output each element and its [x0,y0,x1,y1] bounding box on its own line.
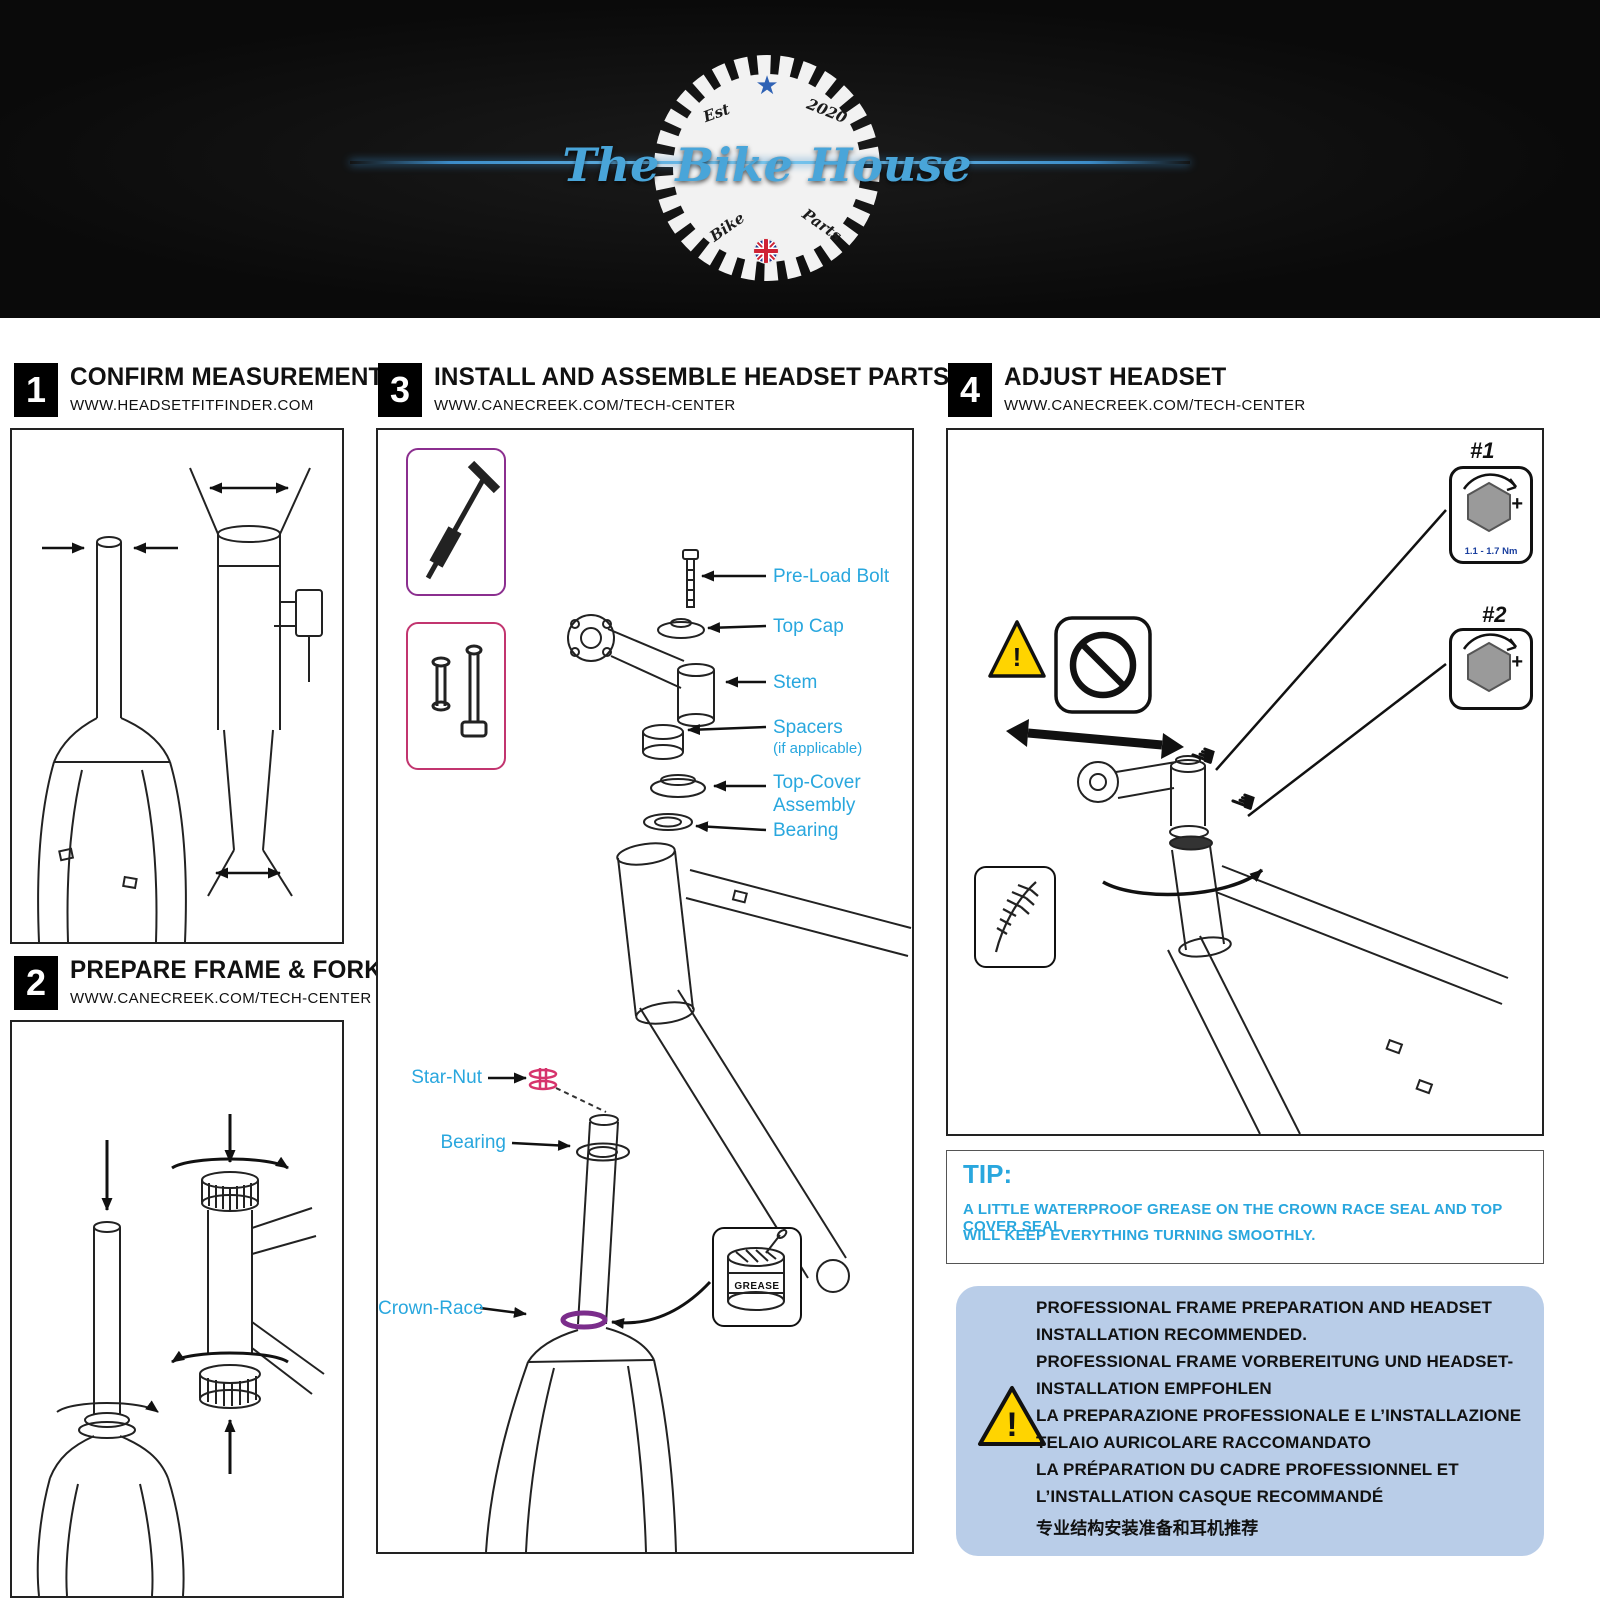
hex-wrench-1-icon [1462,473,1517,533]
frame-prep-diagram [36,1114,325,1596]
section-4-url: WWW.CANECREEK.COM/TECH-CENTER [1004,397,1306,414]
plus-sign: + [1511,493,1523,515]
tip-line-2: WILL KEEP EVERYTHING TURNING SMOOTHLY. [963,1227,1316,1244]
torque-spec: 1.1 - 1.7 Nm [1464,546,1518,557]
section-1-title: CONFIRM MEASUREMENTS [70,363,400,391]
notice-line-1: PROFESSIONAL FRAME PREPARATION AND HEADS… [1036,1298,1492,1317]
section-3-header: 3 INSTALL AND ASSEMBLE HEADSET PARTS WWW… [378,363,965,417]
warning-exclamation: ! [1006,1406,1017,1444]
label-star-nut: Star-Nut [411,1067,482,1088]
label-top-cover-2: Assembly [773,795,856,816]
hex-wrench-2-box: + [1449,628,1533,710]
section-1-header: 1 CONFIRM MEASUREMENTS WWW.HEADSETFITFIN… [14,363,410,417]
measurement-diagram [37,467,323,942]
label-top-cover-1: Top-Cover [773,772,861,793]
section-3-title: INSTALL AND ASSEMBLE HEADSET PARTS [434,363,950,391]
notice-line-7: LA PRÉPARATION DU CADRE PROFESSIONNEL ET [1036,1460,1459,1479]
label-crown-race: Crown-Race [378,1298,484,1319]
hex-wrench-2-icon [1462,633,1517,693]
tip-panel: TIP: A LITTLE WATERPROOF GREASE ON THE C… [946,1150,1544,1264]
wrench-1-label: #1 [1470,438,1495,463]
notice-line-3: PROFESSIONAL FRAME VORBEREITUNG UND HEAD… [1036,1352,1514,1371]
notice-line-4: INSTALLATION EMPFOHLEN [1036,1379,1272,1398]
panel-adjust-headset: ! #1 + 1.1 - 1.7 Nm #2 + [946,428,1544,1136]
warning-triangle-icon: ! [978,1386,1046,1446]
label-top-cap: Top Cap [773,616,844,637]
section-3-url: WWW.CANECREEK.COM/TECH-CENTER [434,397,736,414]
section-2-title: PREPARE FRAME & FORK [70,956,382,984]
exploded-assembly-diagram [479,549,912,1552]
section-2-url: WWW.CANECREEK.COM/TECH-CENTER [70,990,372,1007]
section-1-url: WWW.HEADSETFITFINDER.COM [70,397,314,414]
section-2-number: 2 [14,956,58,1010]
grease-can-box: GREASE [712,1227,802,1327]
panel-install-assemble: GREASE Pre-Load Bolt Top Cap Stem Spacer… [376,428,914,1554]
plus-sign: + [1511,651,1523,673]
slide-hammer-tool-icon [425,460,501,580]
grease-can-icon [727,1229,788,1311]
feather-icon [994,881,1039,953]
tip-line-1: A LITTLE WATERPROOF GREASE ON THE CROWN … [963,1201,1503,1235]
label-stem: Stem [773,672,818,693]
adjust-diagram [988,509,1509,1134]
label-spacers: Spacers [773,717,843,738]
label-preload-bolt: Pre-Load Bolt [773,566,890,587]
header-banner: ★ Est 2020 The Bike House Bike Parts [0,0,1600,318]
notice-line-8: L’INSTALLATION CASQUE RECOMMANDÉ [1036,1487,1384,1506]
crown-race-tool-box [406,622,506,770]
section-3-number: 3 [378,363,422,417]
label-bearing-bottom: Bearing [440,1132,507,1153]
tip-heading: TIP: [963,1159,1013,1189]
section-4-number: 4 [948,363,992,417]
brand-underline [350,161,1190,164]
label-spacers-note: (if applicable) [773,740,863,757]
setting-tool-icon [431,644,488,738]
panel-confirm-measurements [10,428,344,944]
section-4-title: ADJUST HEADSET [1004,363,1227,391]
uk-flag-icon [753,238,779,264]
panel-prepare-frame-fork [10,1020,344,1598]
label-bearing-top: Bearing [773,820,839,841]
brand-title: The Bike House [562,138,972,192]
section-1-number: 1 [14,363,58,417]
notice-line-2: INSTALLATION RECOMMENDED. [1036,1325,1308,1344]
star-nut-tool-box [406,448,506,596]
grease-can-label: GREASE [734,1281,780,1292]
notice-line-5: LA PREPARAZIONE PROFESSIONALE E L’INSTAL… [1036,1406,1522,1425]
notice-box: ! PROFESSIONAL FRAME PREPARATION AND HEA… [956,1286,1544,1556]
notice-line-9: 专业结构安装准备和耳机推荐 [1036,1519,1259,1538]
warning-exclamation: ! [1012,642,1022,672]
section-4-header: 4 ADJUST HEADSET WWW.CANECREEK.COM/TECH-… [948,363,1306,417]
notice-line-6: TELAIO AURICOLARE RACCOMANDATO [1036,1433,1372,1452]
wrench-2-label: #2 [1482,602,1507,627]
hex-wrench-1-box: + 1.1 - 1.7 Nm [1449,466,1533,564]
section-2-header: 2 PREPARE FRAME & FORK WWW.CANECREEK.COM… [14,956,392,1010]
star-icon: ★ [755,70,779,100]
feather-grease-box [974,866,1056,968]
chainring-logo-icon [654,55,880,281]
